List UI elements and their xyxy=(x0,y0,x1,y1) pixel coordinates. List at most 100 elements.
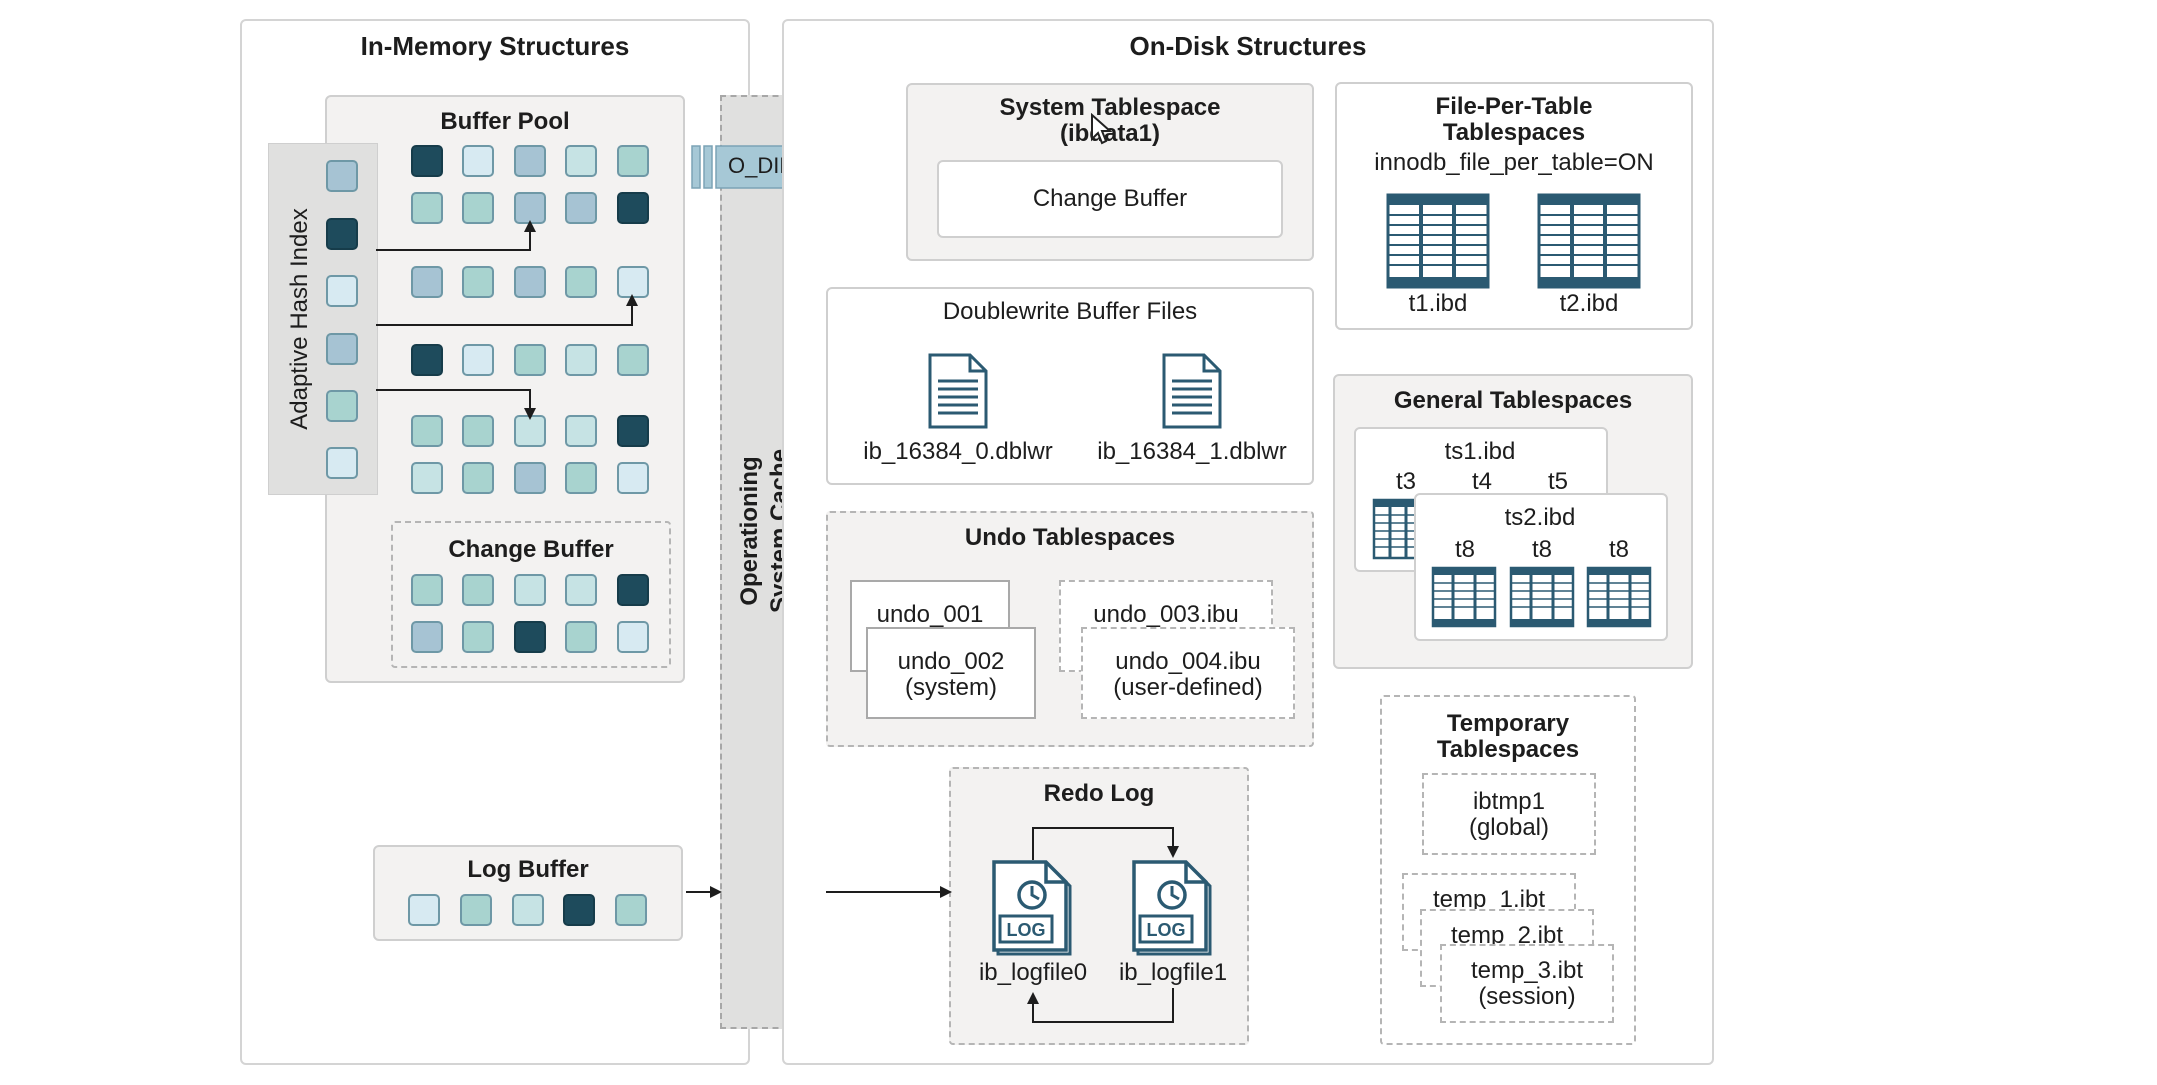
temp-3-ibt: temp_3.ibt (session) xyxy=(1440,944,1614,1023)
table-icon xyxy=(1386,193,1490,289)
log-buffer-entry xyxy=(563,894,595,926)
mouse-cursor-icon xyxy=(1091,113,1112,145)
buffer-page xyxy=(462,145,494,177)
change-buffer-disk-label: Change Buffer xyxy=(1032,185,1188,212)
buffer-page xyxy=(565,266,597,298)
change-buffer-page xyxy=(617,574,649,606)
ts1-ibd-label: ts1.ibd xyxy=(1444,438,1516,465)
change-buffer-memory-title: Change Buffer xyxy=(448,536,614,563)
buffer-page xyxy=(617,344,649,376)
log-file-icon xyxy=(1132,860,1212,956)
temporary-title-line2: Tablespaces xyxy=(1436,736,1580,763)
hash-entry xyxy=(326,275,358,307)
undo-002-label-line1: undo_002 xyxy=(897,648,1005,675)
doublewrite-buffer-files: Doublewrite Buffer Files xyxy=(826,287,1314,485)
undo-004-label: undo_004.ibu (user-defined) xyxy=(1083,649,1293,701)
document-icon xyxy=(928,353,988,429)
buffer-page xyxy=(514,344,546,376)
log-buffer-entry xyxy=(615,894,647,926)
buffer-page xyxy=(411,266,443,298)
ibtmp1: ibtmp1 (global) xyxy=(1422,773,1596,855)
change-buffer-page xyxy=(514,621,546,653)
ib-logfile1-label: ib_logfile1 xyxy=(1118,959,1228,986)
table-icon xyxy=(1537,193,1641,289)
undo-003-label: undo_003.ibu xyxy=(1093,601,1239,628)
change-buffer-page xyxy=(411,574,443,606)
ibtmp1-label: ibtmp1 (global) xyxy=(1424,789,1594,841)
in-memory-title: In-Memory Structures xyxy=(360,31,630,61)
dblwr-file-0: ib_16384_0.dblwr xyxy=(863,438,1053,465)
file-per-table-setting: innodb_file_per_table=ON xyxy=(1374,149,1654,176)
log-buffer-title: Log Buffer xyxy=(467,856,589,883)
buffer-page xyxy=(514,462,546,494)
file-per-table-title-line2: Tablespaces xyxy=(1442,119,1586,146)
change-buffer-disk: Change Buffer xyxy=(937,160,1283,238)
ts2-ibd-label: ts2.ibd xyxy=(1504,504,1576,531)
temp-3-label-line2: (session) xyxy=(1478,983,1576,1010)
hash-entry xyxy=(326,447,358,479)
buffer-page xyxy=(565,415,597,447)
hash-entry xyxy=(326,333,358,365)
table-icon xyxy=(1586,566,1652,628)
ts1-table-t4: t4 xyxy=(1471,468,1492,495)
undo-001-label: undo_001 xyxy=(876,601,984,628)
buffer-page xyxy=(565,192,597,224)
log-buffer-entry xyxy=(512,894,544,926)
ts2-table-t8: t8 xyxy=(1608,536,1629,563)
buffer-page xyxy=(411,145,443,177)
change-buffer-page xyxy=(565,621,597,653)
undo-tablespaces-title: Undo Tablespaces xyxy=(964,524,1176,551)
temp-3-label-line1: temp_3.ibt xyxy=(1470,957,1584,984)
buffer-page xyxy=(617,192,649,224)
ib-logfile0-label: ib_logfile0 xyxy=(978,959,1088,986)
temporary-tablespaces: Temporary Tablespaces xyxy=(1380,695,1636,1045)
hash-entry xyxy=(326,218,358,250)
ibtmp1-label-line1: ibtmp1 xyxy=(1472,788,1546,815)
change-buffer-page xyxy=(617,621,649,653)
undo-004: undo_004.ibu (user-defined) xyxy=(1081,627,1295,719)
buffer-page xyxy=(411,462,443,494)
buffer-page xyxy=(411,415,443,447)
file-per-table-title-line1: File-Per-Table xyxy=(1435,93,1593,120)
buffer-page xyxy=(617,145,649,177)
log-file-icon-label: LOG xyxy=(1006,920,1046,940)
change-buffer-page xyxy=(514,574,546,606)
system-tablespace-title-line2: (ibdata1) xyxy=(1059,120,1160,147)
table-icon xyxy=(1509,566,1575,628)
buffer-page xyxy=(411,192,443,224)
change-buffer-page xyxy=(462,621,494,653)
undo-002: undo_002 (system) xyxy=(866,627,1036,719)
change-buffer-page xyxy=(411,621,443,653)
change-buffer-page xyxy=(462,574,494,606)
buffer-page xyxy=(462,415,494,447)
document-icon xyxy=(1162,353,1222,429)
buffer-page xyxy=(617,415,649,447)
change-buffer-memory: Change Buffer xyxy=(391,521,671,668)
buffer-page xyxy=(565,344,597,376)
undo-004-label-line2: (user-defined) xyxy=(1113,674,1263,701)
buffer-page xyxy=(565,462,597,494)
buffer-page xyxy=(617,462,649,494)
ts1-table-t3: t3 xyxy=(1395,468,1416,495)
change-buffer-page xyxy=(565,574,597,606)
general-tablespaces-title: General Tablespaces xyxy=(1393,387,1633,414)
temp-3-label: temp_3.ibt (session) xyxy=(1442,958,1612,1010)
buffer-page xyxy=(462,462,494,494)
buffer-page xyxy=(462,192,494,224)
log-file-icon xyxy=(992,860,1072,956)
doublewrite-title: Doublewrite Buffer Files xyxy=(942,298,1198,325)
buffer-page xyxy=(565,145,597,177)
dblwr-file-1: ib_16384_1.dblwr xyxy=(1097,438,1287,465)
ts2-table-t8: t8 xyxy=(1454,536,1475,563)
buffer-page xyxy=(411,344,443,376)
buffer-page xyxy=(514,145,546,177)
table-icon xyxy=(1431,566,1497,628)
hash-entry xyxy=(326,390,358,422)
buffer-pool-title: Buffer Pool xyxy=(440,108,570,135)
ibtmp1-label-line2: (global) xyxy=(1468,814,1550,841)
ts1-table-t5: t5 xyxy=(1547,468,1568,495)
temporary-tablespaces-title: Temporary Tablespaces xyxy=(1382,711,1634,763)
temporary-title-line1: Temporary xyxy=(1446,710,1570,737)
system-tablespace-title-line1: System Tablespace xyxy=(999,94,1221,121)
